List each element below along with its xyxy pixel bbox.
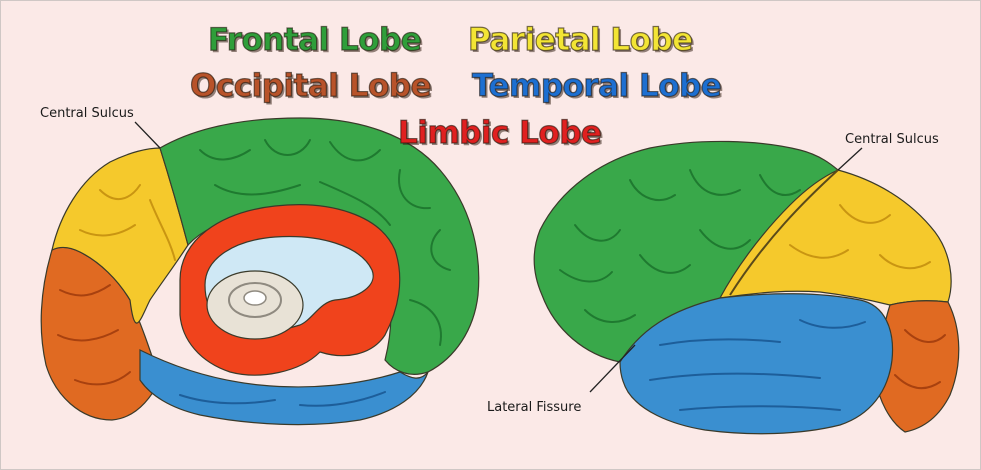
- medial-thalamus-core: [244, 291, 266, 305]
- legend-temporal-lobe: Temporal Lobe: [472, 68, 721, 104]
- pointer-central-sulcus-left: [135, 122, 160, 148]
- lateral-brain-view: [534, 141, 959, 433]
- pointer-central-sulcus-right: [838, 148, 862, 170]
- legend-parietal-lobe: Parietal Lobe: [468, 22, 693, 58]
- legend-limbic-lobe: Limbic Lobe: [398, 115, 601, 151]
- annotation-central-sulcus-right: Central Sulcus: [845, 132, 939, 147]
- legend-frontal-lobe: Frontal Lobe: [208, 22, 421, 58]
- medial-brain-view: [41, 118, 479, 425]
- annotation-central-sulcus-left: Central Sulcus: [40, 106, 134, 121]
- legend-occipital-lobe: Occipital Lobe: [190, 68, 431, 104]
- annotation-lateral-fissure: Lateral Fissure: [487, 400, 581, 415]
